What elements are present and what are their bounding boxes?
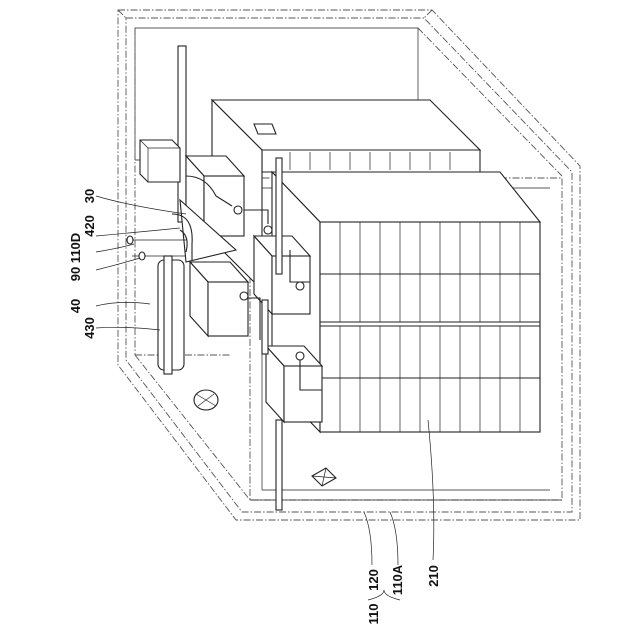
label-420: 420 [82,215,97,237]
label-210: 210 [426,565,441,587]
label-110A: 110A [390,564,405,595]
label-110D: 110D [68,233,83,263]
label-110: 110 [366,604,381,625]
label-40: 40 [68,299,83,313]
label-430: 430 [82,317,97,339]
label-90: 90 [68,267,83,281]
floor-box [312,468,336,486]
label-120: 120 [366,569,381,591]
floor-fan [194,390,218,410]
label-30: 30 [82,189,97,203]
